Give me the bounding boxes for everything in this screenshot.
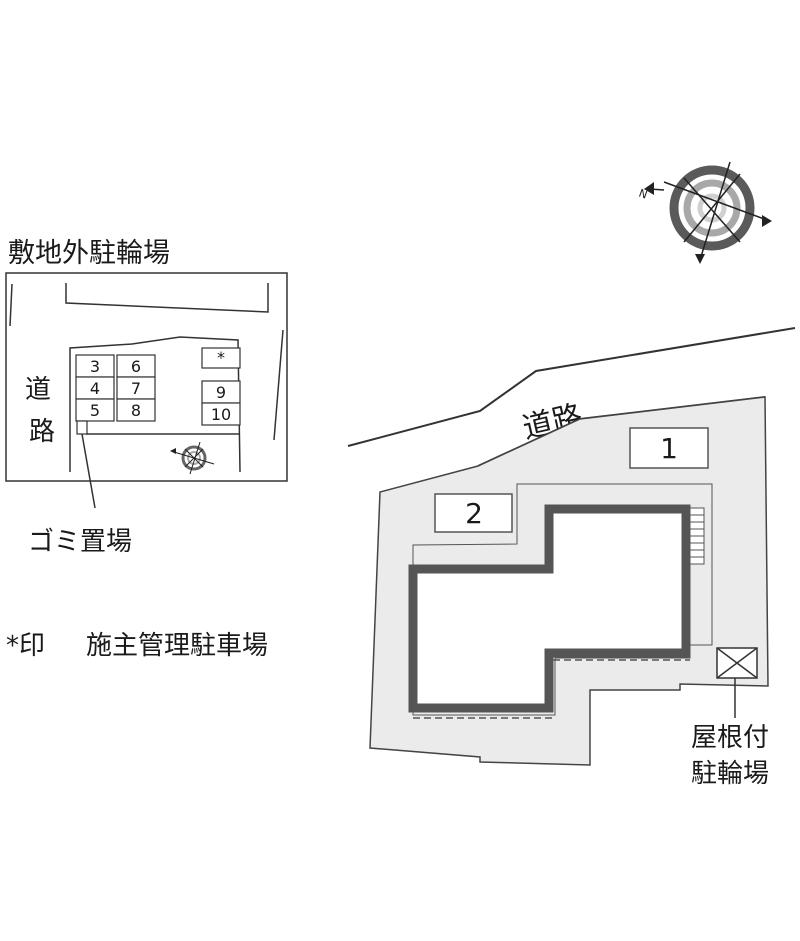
slot-number: 3	[90, 357, 100, 376]
trash-label: ゴミ置場	[28, 527, 132, 557]
slot-number: 9	[216, 383, 226, 402]
building-outline	[408, 504, 691, 713]
leader-line	[81, 433, 96, 509]
parking-number: 1	[660, 432, 678, 465]
parking-number: 2	[465, 497, 483, 530]
bike-parking-label: 駐輪場	[691, 759, 769, 789]
legend-text: 施主管理駐車場	[86, 631, 268, 661]
compass-icon	[170, 441, 215, 475]
slot-number: 6	[131, 357, 141, 376]
slot-number: 5	[90, 401, 100, 420]
slot-number: 7	[131, 379, 141, 398]
parking-space-2	[434, 493, 513, 533]
inset-title: 敷地外駐輪場	[8, 238, 170, 269]
trash-area	[76, 420, 88, 435]
slot-number: 8	[131, 401, 141, 420]
compass-icon: N	[637, 161, 772, 264]
slot-number: 4	[90, 379, 100, 398]
bike-parking-label: 屋根付	[691, 723, 769, 753]
crossed-box-icon	[716, 647, 758, 679]
slot-star: *	[217, 348, 225, 367]
inset-road-label: 道	[25, 375, 51, 405]
parking-space-1	[629, 427, 709, 469]
slot-number: 10	[211, 405, 231, 424]
legend-mark: *印	[6, 631, 45, 661]
inset-road-label: 路	[29, 417, 55, 447]
svg-text:N: N	[637, 187, 649, 202]
stairs	[689, 507, 705, 565]
